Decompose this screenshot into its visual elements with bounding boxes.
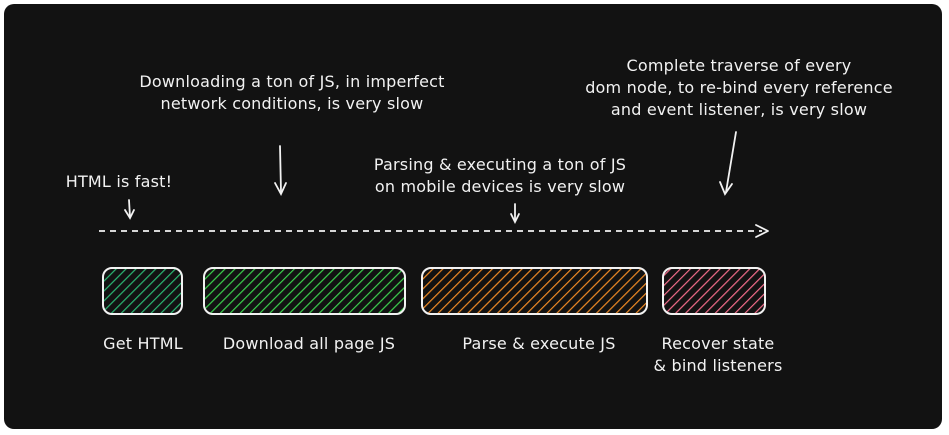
stage-box-download-js xyxy=(203,267,406,315)
stage-box-parse-js xyxy=(421,267,648,315)
stage-label-parse-js: Parse & execute JS xyxy=(462,334,616,353)
arrow-traverse-slow xyxy=(719,131,737,196)
arrow-parse-slow xyxy=(510,203,520,225)
annotation-html-fast: HTML is fast! xyxy=(65,172,173,191)
annotation-traverse-slow: Complete traverse of every dom node, to … xyxy=(585,56,893,119)
stage-box-recover-state xyxy=(662,267,766,315)
stage-box-get-html xyxy=(102,267,183,315)
timeline-arrow xyxy=(99,224,769,238)
stage-label-get-html: Get HTML xyxy=(103,334,183,353)
stage-label-download-js: Download all page JS xyxy=(222,334,396,353)
annotation-download-slow: Downloading a ton of JS, in imperfect ne… xyxy=(139,72,445,113)
arrow-html-fast xyxy=(124,199,135,220)
diagram-drawing xyxy=(99,131,769,315)
arrow-download-slow xyxy=(274,145,287,197)
stage-label-recover-state: Recover state & bind listeners xyxy=(653,334,783,375)
annotation-parse-slow: Parsing & executing a ton of JS on mobil… xyxy=(373,155,627,196)
diagram-canvas: HTML is fast! Downloading a ton of JS, i… xyxy=(4,4,942,429)
